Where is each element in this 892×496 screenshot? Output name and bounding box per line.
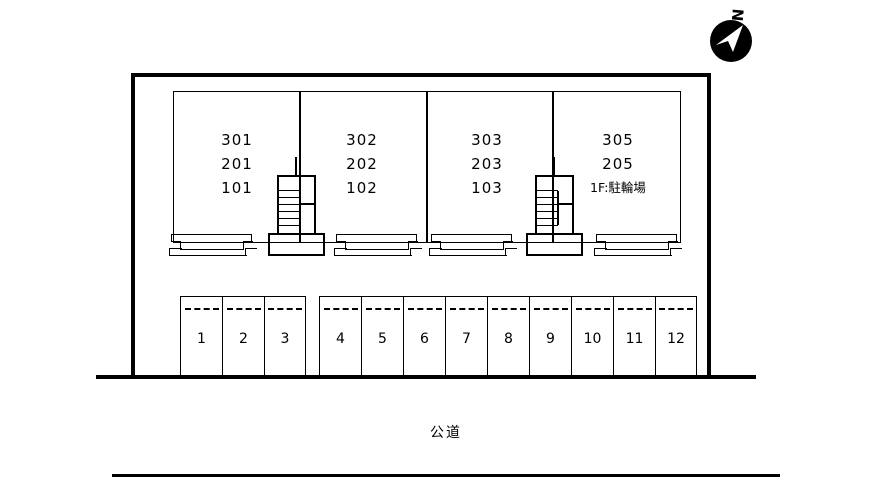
parking-slot-6[interactable]: 6 — [403, 296, 445, 378]
parking-slot-6-number: 6 — [420, 331, 429, 347]
parking-slot-11-number: 11 — [625, 331, 644, 347]
unit-a-floor-2: 201 — [221, 155, 253, 173]
compass-north-letter: N — [727, 7, 747, 23]
parking-slot-7-number: 7 — [462, 331, 471, 347]
parking-slot-11[interactable]: 11 — [613, 296, 655, 378]
unit-label-c: 303 203 103 — [438, 128, 536, 200]
parking-slot-3-number: 3 — [280, 331, 290, 347]
site-boundary-right — [707, 73, 711, 378]
road-edge-lower — [112, 474, 780, 477]
balcony-unit-c — [429, 234, 517, 258]
parking-stop-line-icon — [491, 308, 526, 310]
unit-c-floor-1: 103 — [471, 179, 503, 197]
unit-divider-2 — [426, 92, 428, 242]
parking-slot-1-number: 1 — [197, 331, 206, 347]
parking-slot-8-number: 8 — [504, 331, 513, 347]
unit-d-ground-note: 1F:駐輪場 — [590, 180, 646, 195]
unit-divider-1 — [299, 92, 301, 242]
parking-slot-4-number: 4 — [336, 331, 345, 347]
north-arrow-icon — [710, 20, 752, 62]
site-boundary-left — [131, 73, 135, 378]
parking-slot-4[interactable]: 4 — [319, 296, 361, 378]
parking-slot-12-number: 12 — [667, 331, 685, 347]
parking-group-right: 4 5 6 7 8 9 10 11 — [319, 296, 697, 378]
parking-slot-8[interactable]: 8 — [487, 296, 529, 378]
site-boundary-top — [131, 73, 711, 77]
parking-slot-5-number: 5 — [378, 331, 387, 347]
unit-c-floor-2: 203 — [471, 155, 503, 173]
compass-rose: N — [703, 8, 759, 64]
parking-slot-10-number: 10 — [583, 331, 602, 347]
parking-slot-12[interactable]: 12 — [655, 296, 697, 378]
parking-slot-10[interactable]: 10 — [571, 296, 613, 378]
staircase-left — [268, 157, 325, 257]
parking-stop-line-icon — [407, 308, 442, 310]
unit-a-floor-3: 301 — [221, 131, 253, 149]
balcony-unit-a — [169, 234, 257, 258]
parking-stop-line-icon — [268, 308, 302, 310]
balcony-unit-d — [594, 234, 682, 258]
unit-divider-3 — [552, 92, 554, 242]
parking-slot-2-number: 2 — [239, 331, 248, 347]
unit-c-floor-3: 303 — [471, 131, 503, 149]
parking-slot-1[interactable]: 1 — [180, 296, 222, 378]
parking-stop-line-icon — [575, 308, 610, 310]
parking-stop-line-icon — [659, 308, 693, 310]
parking-stop-line-icon — [323, 308, 358, 310]
road-edge-upper — [96, 375, 756, 379]
unit-label-b: 302 202 102 — [313, 128, 411, 200]
parking-group-left: 1 2 3 — [180, 296, 306, 378]
parking-stop-line-icon — [365, 308, 400, 310]
parking-stop-line-icon — [533, 308, 568, 310]
parking-stop-line-icon — [184, 308, 219, 310]
unit-d-floor-3: 305 — [602, 131, 634, 149]
unit-label-a: 301 201 101 — [188, 128, 286, 200]
unit-b-floor-2: 202 — [346, 155, 378, 173]
balcony-unit-b — [334, 234, 422, 258]
road-label: 公道 — [430, 425, 462, 441]
parking-slot-3[interactable]: 3 — [264, 296, 306, 378]
parking-stop-line-icon — [617, 308, 652, 310]
parking-slot-9[interactable]: 9 — [529, 296, 571, 378]
unit-b-floor-3: 302 — [346, 131, 378, 149]
unit-b-floor-1: 102 — [346, 179, 378, 197]
unit-d-floor-2: 205 — [602, 155, 634, 173]
unit-label-d: 305 205 1F:駐輪場 — [564, 128, 672, 200]
staircase-right — [526, 157, 583, 257]
parking-stop-line-icon — [449, 308, 484, 310]
building-outline: 301 201 101 302 202 102 303 203 103 305 … — [173, 91, 681, 243]
parking-slot-9-number: 9 — [546, 331, 555, 347]
parking-slot-2[interactable]: 2 — [222, 296, 264, 378]
parking-slot-5[interactable]: 5 — [361, 296, 403, 378]
parking-stop-line-icon — [226, 308, 261, 310]
unit-a-floor-1: 101 — [221, 179, 253, 197]
parking-slot-7[interactable]: 7 — [445, 296, 487, 378]
